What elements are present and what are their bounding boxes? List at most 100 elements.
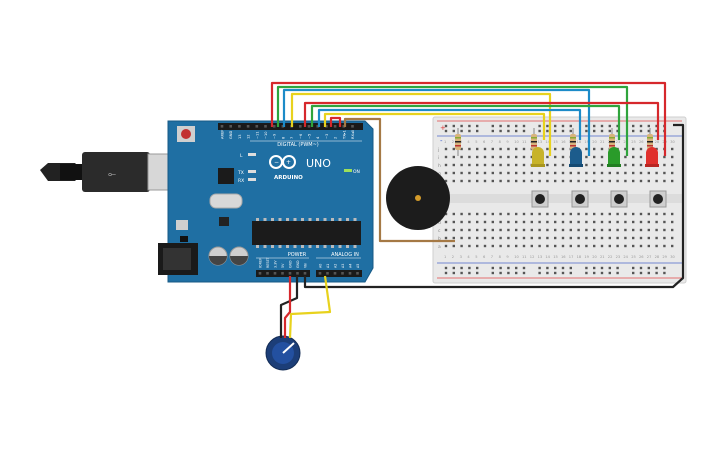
breadboard-hole[interactable] xyxy=(538,212,541,216)
breadboard-hole[interactable] xyxy=(460,163,463,167)
breadboard-hole[interactable] xyxy=(616,244,619,248)
breadboard-hole[interactable] xyxy=(538,236,541,240)
wire-yellow[interactable] xyxy=(323,112,546,140)
power-pin[interactable] xyxy=(303,272,307,275)
breadboard-hole[interactable] xyxy=(444,129,448,133)
breadboard-hole[interactable] xyxy=(593,228,596,232)
breadboard-hole[interactable] xyxy=(452,129,455,133)
wire-brown[interactable] xyxy=(343,117,455,243)
header-pin[interactable] xyxy=(238,125,241,128)
breadboard-hole[interactable] xyxy=(569,244,572,248)
breadboard-hole[interactable] xyxy=(671,155,674,159)
breadboard-hole[interactable] xyxy=(663,220,666,224)
breadboard-hole[interactable] xyxy=(507,266,510,270)
breadboard-hole[interactable] xyxy=(507,228,510,232)
wires[interactable] xyxy=(270,81,685,339)
breadboard-hole[interactable] xyxy=(554,220,557,224)
breadboard-hole[interactable] xyxy=(632,147,635,151)
breadboard-hole[interactable] xyxy=(460,155,463,159)
breadboard-hole[interactable] xyxy=(546,244,549,248)
breadboard-hole[interactable] xyxy=(499,124,502,128)
pushbuttons[interactable] xyxy=(531,190,667,208)
breadboard-hole[interactable] xyxy=(476,271,479,275)
breadboard-hole[interactable] xyxy=(460,228,463,232)
breadboard-hole[interactable] xyxy=(468,155,471,159)
breadboard-hole[interactable] xyxy=(476,147,479,151)
breadboard-hole[interactable] xyxy=(491,236,494,240)
breadboard-hole[interactable] xyxy=(663,155,666,159)
breadboard-hole[interactable] xyxy=(452,271,455,275)
breadboard-hole[interactable] xyxy=(561,129,565,133)
wire-red[interactable] xyxy=(283,276,292,338)
breadboard-hole[interactable] xyxy=(569,236,572,240)
breadboard-hole[interactable] xyxy=(554,266,557,270)
breadboard-hole[interactable] xyxy=(608,171,611,175)
breadboard-hole[interactable] xyxy=(616,212,619,216)
breadboard-hole[interactable] xyxy=(577,228,580,232)
breadboard-hole[interactable] xyxy=(554,212,557,216)
breadboard-hole[interactable] xyxy=(561,244,565,248)
breadboard-hole[interactable] xyxy=(522,129,526,133)
breadboard-hole[interactable] xyxy=(444,179,448,183)
breadboard-hole[interactable] xyxy=(468,244,471,248)
breadboard-hole[interactable] xyxy=(546,228,549,232)
breadboard-hole[interactable] xyxy=(608,220,611,224)
resistors[interactable] xyxy=(455,128,653,156)
breadboard-hole[interactable] xyxy=(655,147,658,151)
breadboard-hole[interactable] xyxy=(585,147,588,151)
resistor[interactable] xyxy=(455,128,461,156)
breadboard-hole[interactable] xyxy=(639,271,643,275)
breadboard-hole[interactable] xyxy=(663,271,666,275)
breadboard-hole[interactable] xyxy=(515,124,518,128)
breadboard-hole[interactable] xyxy=(600,163,604,167)
breadboard-hole[interactable] xyxy=(515,155,518,159)
breadboard-hole[interactable] xyxy=(561,266,565,270)
breadboard-hole[interactable] xyxy=(522,266,526,270)
breadboard-hole[interactable] xyxy=(616,124,619,128)
breadboard-hole[interactable] xyxy=(476,129,479,133)
breadboard-hole[interactable] xyxy=(476,171,479,175)
power-pin[interactable] xyxy=(273,272,277,275)
breadboard-hole[interactable] xyxy=(452,179,455,183)
breadboard-hole[interactable] xyxy=(476,124,479,128)
breadboard-hole[interactable] xyxy=(491,163,494,167)
breadboard-hole[interactable] xyxy=(538,266,541,270)
breadboard-hole[interactable] xyxy=(522,228,526,232)
breadboard-hole[interactable] xyxy=(499,220,502,224)
breadboard-hole[interactable] xyxy=(647,236,650,240)
breadboard-hole[interactable] xyxy=(593,220,596,224)
breadboard-hole[interactable] xyxy=(444,171,448,175)
breadboard-hole[interactable] xyxy=(460,271,463,275)
breadboard-hole[interactable] xyxy=(593,155,596,159)
breadboard-hole[interactable] xyxy=(530,171,533,175)
breadboard-hole[interactable] xyxy=(530,179,533,183)
breadboard-hole[interactable] xyxy=(561,212,565,216)
breadboard-hole[interactable] xyxy=(585,244,588,248)
breadboard-hole[interactable] xyxy=(561,171,565,175)
breadboard-hole[interactable] xyxy=(507,212,510,216)
breadboard-hole[interactable] xyxy=(546,124,549,128)
breadboard-hole[interactable] xyxy=(655,266,658,270)
breadboard-hole[interactable] xyxy=(530,155,533,159)
breadboard-hole[interactable] xyxy=(600,155,604,159)
breadboard-hole[interactable] xyxy=(515,163,518,167)
breadboard-hole[interactable] xyxy=(546,155,549,159)
breadboard-hole[interactable] xyxy=(561,220,565,224)
breadboard-hole[interactable] xyxy=(616,266,619,270)
wire-red[interactable] xyxy=(329,116,342,127)
breadboard-hole[interactable] xyxy=(522,171,526,175)
breadboard-hole[interactable] xyxy=(515,179,518,183)
breadboard-hole[interactable] xyxy=(554,163,557,167)
breadboard-hole[interactable] xyxy=(600,179,604,183)
breadboard-hole[interactable] xyxy=(546,271,549,275)
header-pin[interactable] xyxy=(272,125,276,128)
wire-green[interactable] xyxy=(276,85,629,156)
breadboard-hole[interactable] xyxy=(600,228,604,232)
breadboard-hole[interactable] xyxy=(585,266,588,270)
breadboard-hole[interactable] xyxy=(671,171,674,175)
breadboard-hole[interactable] xyxy=(600,244,604,248)
breadboard-hole[interactable] xyxy=(491,171,494,175)
breadboard-hole[interactable] xyxy=(600,212,604,216)
breadboard-hole[interactable] xyxy=(569,220,572,224)
breadboard-hole[interactable] xyxy=(522,271,526,275)
